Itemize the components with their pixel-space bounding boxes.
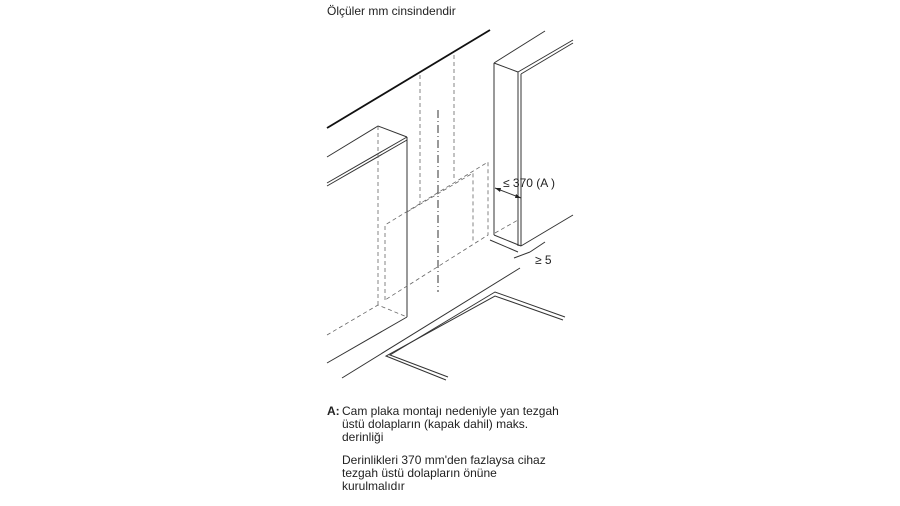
units-note: Ölçüler mm cinsindendir bbox=[327, 4, 456, 18]
legend-note: kurulmalıdır bbox=[342, 479, 405, 493]
max-depth-label: ≤ 370 (A ) bbox=[503, 176, 555, 190]
right-cabinet bbox=[489, 30, 574, 253]
legend-key: A: bbox=[327, 404, 340, 418]
left-cabinet bbox=[326, 125, 408, 364]
hood-outline bbox=[384, 55, 489, 301]
legend-line: üstü dolapların (kapak dahil) maks. bbox=[342, 417, 529, 431]
wall-edge bbox=[326, 29, 491, 129]
counter-edge bbox=[341, 267, 521, 379]
legend-note: Derinlikleri 370 mm'den fazlaysa cihaz bbox=[342, 453, 546, 467]
legend-line: Cam plaka montajı nedeniyle yan tezgah bbox=[342, 404, 559, 418]
dimension-arrows bbox=[494, 187, 546, 259]
legend-note: tezgah üstü dolapların önüne bbox=[342, 466, 497, 480]
hob-outline bbox=[384, 291, 566, 381]
min-gap-label: ≥ 5 bbox=[535, 253, 552, 267]
legend-line: derinliği bbox=[342, 430, 384, 444]
